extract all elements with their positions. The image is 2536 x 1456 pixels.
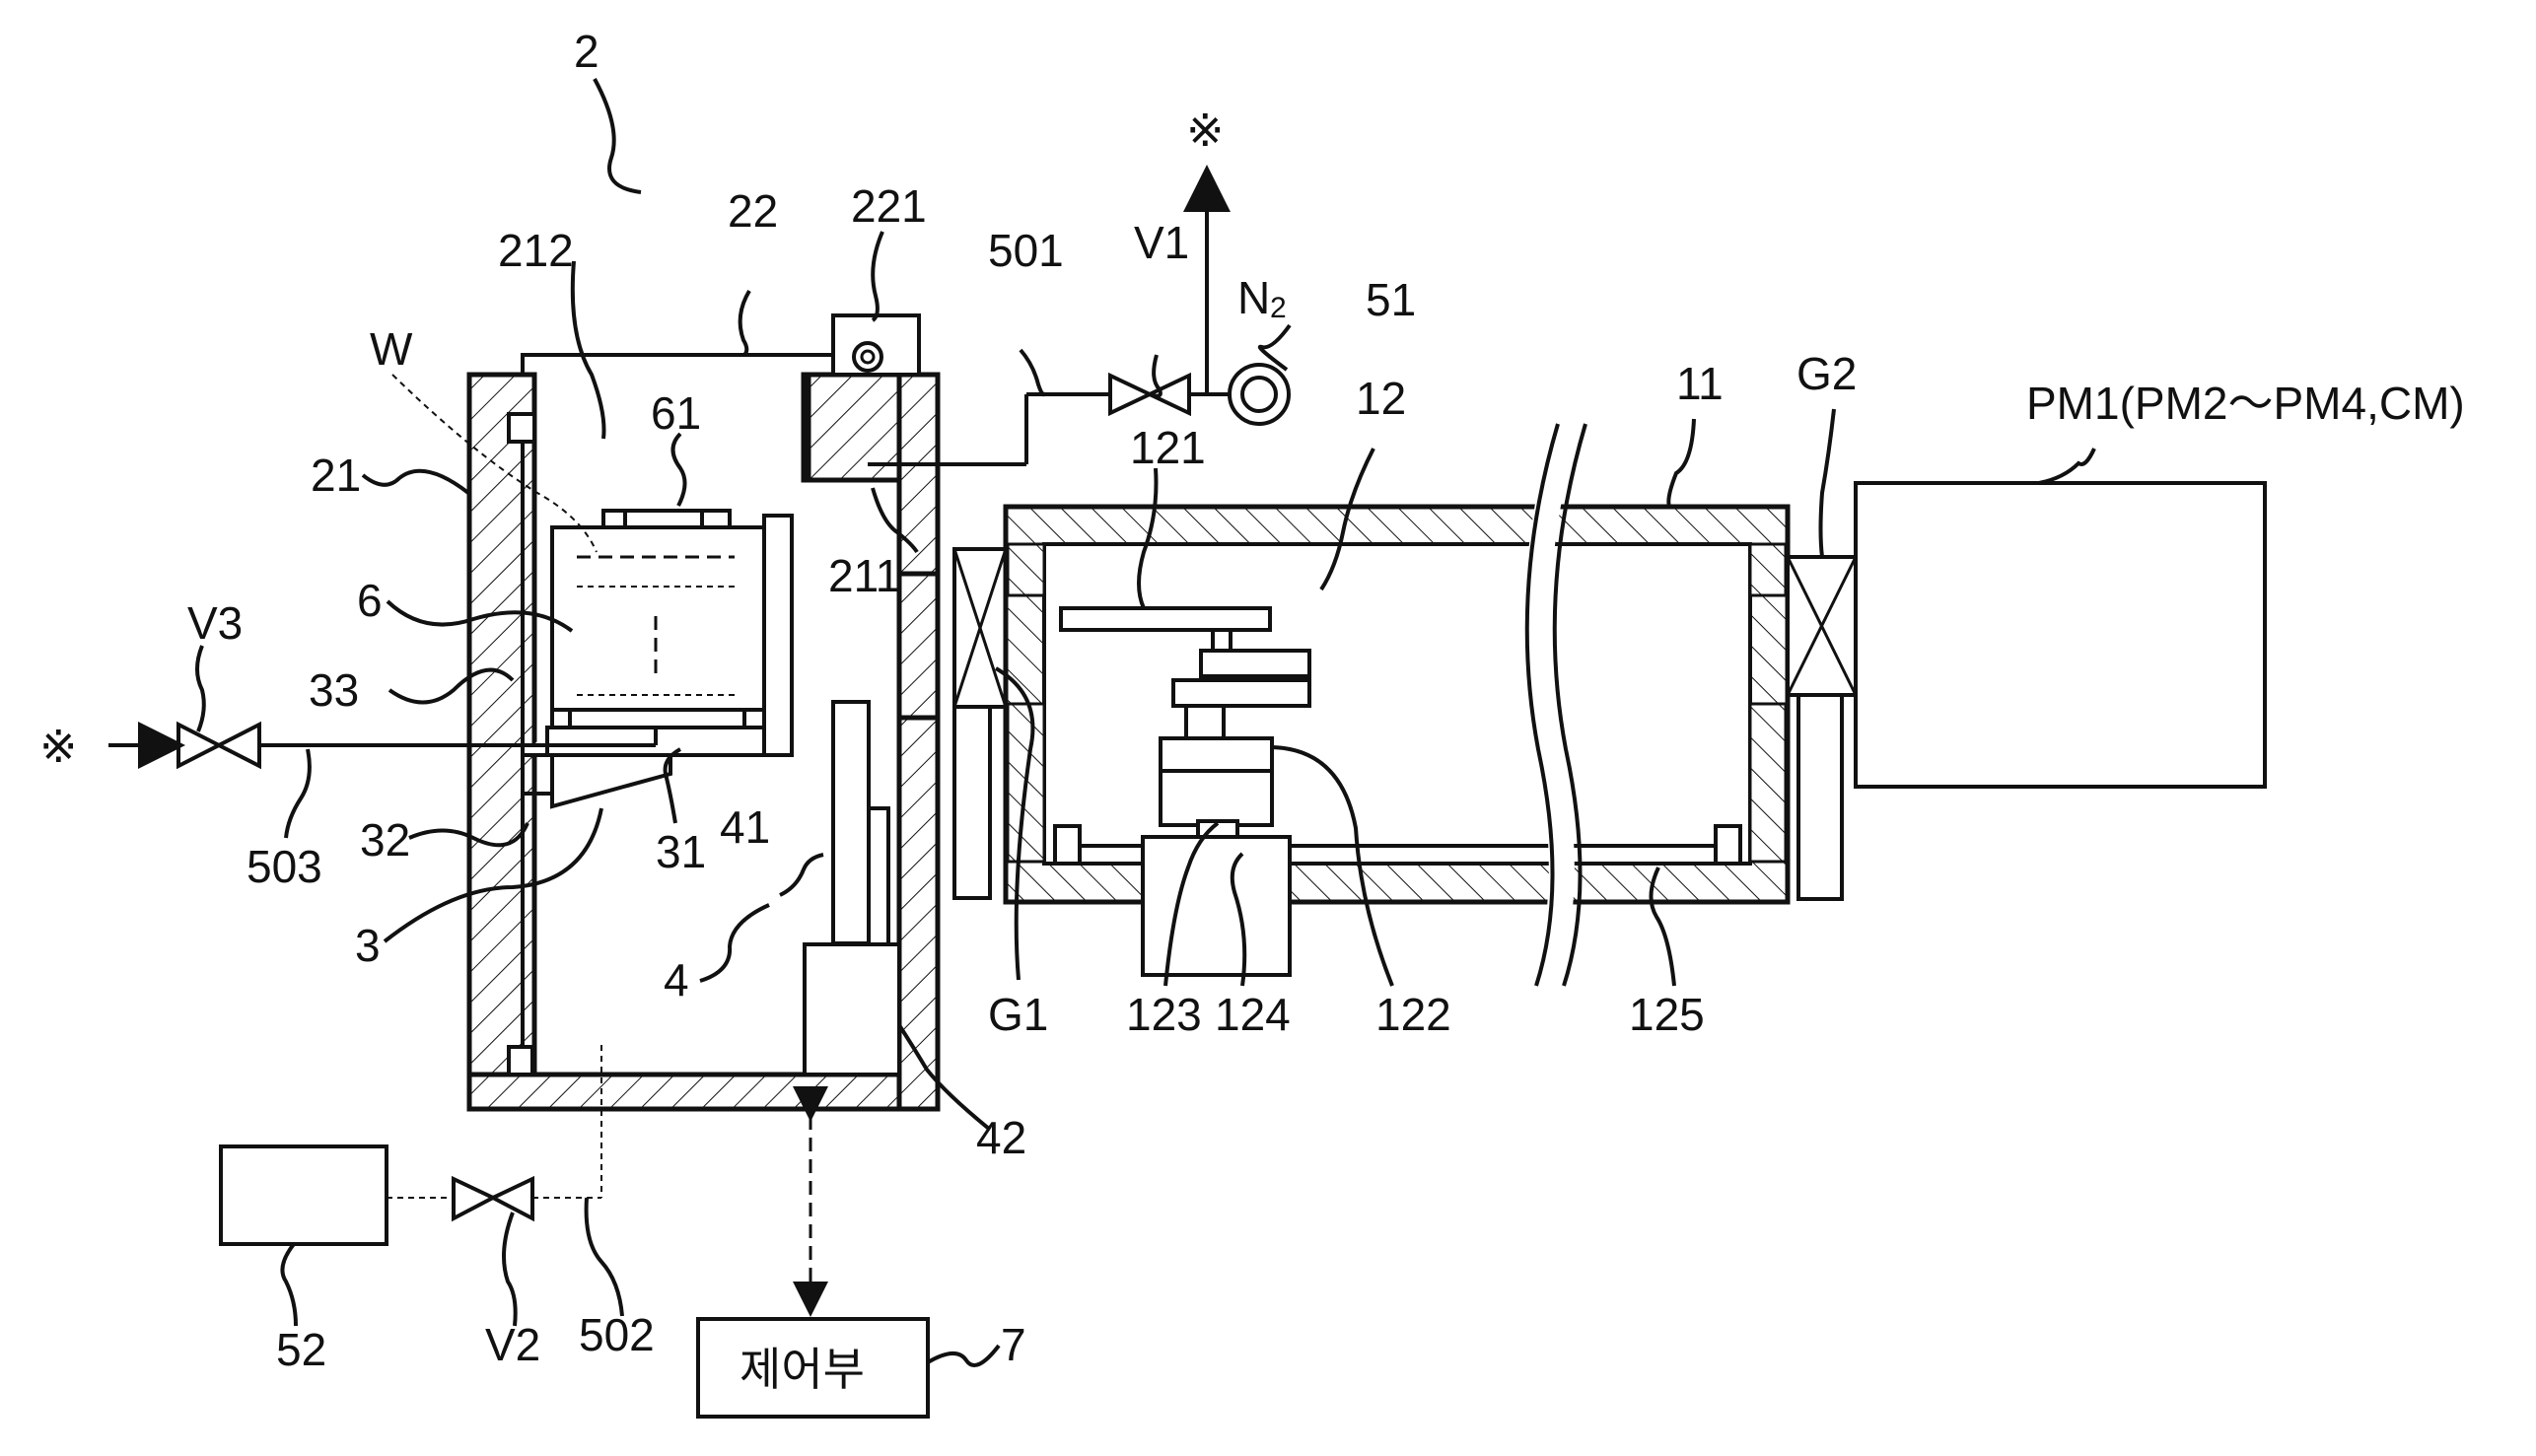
label-W: W [370, 323, 413, 375]
label-122: 122 [1375, 989, 1451, 1040]
label-11: 11 [1676, 358, 1724, 409]
cassette-6 [552, 527, 764, 710]
valve-V3-icon [178, 725, 259, 766]
label-21: 21 [311, 450, 361, 501]
label-502: 502 [579, 1309, 655, 1360]
corner-block [509, 1047, 532, 1075]
label-22: 22 [728, 185, 778, 237]
label-V2: V2 [485, 1319, 540, 1370]
controller-label: 제어부 [740, 1343, 865, 1396]
valve-V2-icon [454, 1179, 532, 1218]
label-121: 121 [1130, 422, 1206, 473]
label-V1: V1 [1134, 217, 1189, 268]
label-N2: N [1237, 272, 1270, 323]
label-211: 211 [828, 550, 900, 601]
cassette-frame [764, 516, 792, 755]
label-123: 123 [1126, 989, 1202, 1040]
n2-source-51-icon [1230, 365, 1289, 424]
label-41: 41 [720, 801, 770, 853]
label-51: 51 [1366, 274, 1416, 325]
label-7: 7 [1001, 1319, 1026, 1370]
process-module-box [1856, 483, 2265, 787]
reference-mark-left: ※ [39, 721, 78, 772]
label-221: 221 [851, 180, 927, 232]
load-lock-chamber-21 [108, 315, 938, 1198]
label-501: 501 [988, 225, 1064, 276]
unit-42 [805, 944, 899, 1075]
pump-52 [221, 1146, 387, 1244]
label-2: 2 [574, 26, 599, 77]
stage-32 [552, 755, 670, 806]
label-4: 4 [664, 954, 689, 1005]
label-503: 503 [247, 841, 322, 892]
label-125: 125 [1629, 989, 1705, 1040]
corner-block [509, 414, 534, 442]
gate-valve-G2 [1788, 557, 1856, 899]
label-G1: G1 [988, 989, 1048, 1040]
unit-41 [833, 702, 869, 943]
arm-121 [1061, 608, 1270, 630]
label-process-module: PM1(PM2～PM4,CM) [2026, 378, 2465, 429]
label-33: 33 [309, 664, 359, 716]
label-32: 32 [360, 814, 410, 866]
label-N2-subscript: 2 [1270, 292, 1287, 324]
label-52: 52 [276, 1324, 326, 1375]
label-V3: V3 [187, 597, 243, 649]
robot-body-122 [1161, 738, 1272, 825]
carriage-124 [1143, 837, 1290, 975]
gate-valve-G1 [954, 549, 1006, 898]
label-61: 61 [651, 387, 701, 439]
lid-22 [523, 355, 858, 375]
label-42: 42 [976, 1112, 1026, 1163]
label-G2: G2 [1796, 348, 1857, 399]
label-124: 124 [1215, 989, 1291, 1040]
arm-segment [1201, 651, 1309, 676]
label-6: 6 [357, 575, 383, 626]
label-3: 3 [355, 920, 381, 971]
arm-segment [1173, 680, 1309, 706]
label-31: 31 [656, 826, 706, 877]
label-12: 12 [1356, 373, 1406, 424]
cover-61 [603, 511, 730, 527]
reference-mark-top: ※ [1186, 104, 1225, 156]
label-212: 212 [498, 225, 574, 276]
